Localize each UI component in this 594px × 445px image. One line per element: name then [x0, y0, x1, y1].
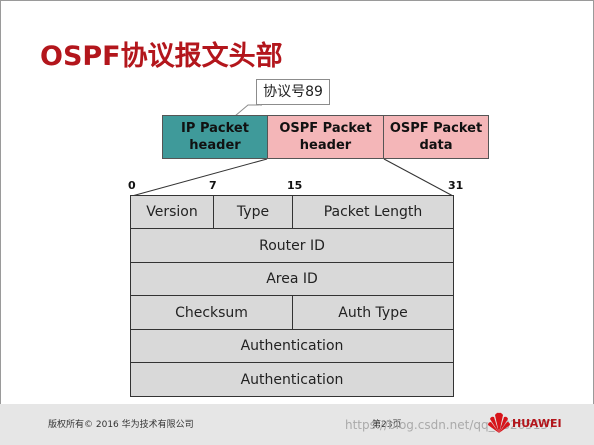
field-router-id: Router ID — [131, 229, 453, 263]
field-type: Type — [214, 196, 293, 229]
ip-packet-header-block: IP Packet header — [162, 115, 268, 159]
field-auth-type: Auth Type — [293, 296, 453, 330]
bit-label-0: 0 — [128, 179, 136, 192]
ospf-packet-data-block: OSPF Packet data — [383, 115, 489, 159]
field-authentication-1: Authentication — [131, 330, 453, 363]
field-version: Version — [131, 196, 214, 229]
copyright-text: 版权所有© 2016 华为技术有限公司 — [48, 420, 194, 430]
ospf-packet-header-block: OSPF Packet header — [267, 115, 384, 159]
ospf-header-field-grid: Version Type Packet Length Router ID Are… — [130, 195, 454, 397]
huawei-brand-text: HUAWEI — [512, 417, 562, 430]
page-number: 第23页 — [372, 420, 402, 430]
page-title: OSPF协议报文头部 — [40, 41, 283, 72]
field-authentication-2: Authentication — [131, 363, 453, 396]
bit-label-31: 31 — [448, 179, 464, 192]
huawei-logo-icon — [488, 412, 510, 433]
field-checksum: Checksum — [131, 296, 293, 330]
protocol-number-callout: 协议号89 — [256, 79, 330, 105]
field-area-id: Area ID — [131, 263, 453, 296]
bit-label-7: 7 — [209, 179, 217, 192]
bit-label-15: 15 — [287, 179, 303, 192]
field-packet-length: Packet Length — [293, 196, 453, 229]
